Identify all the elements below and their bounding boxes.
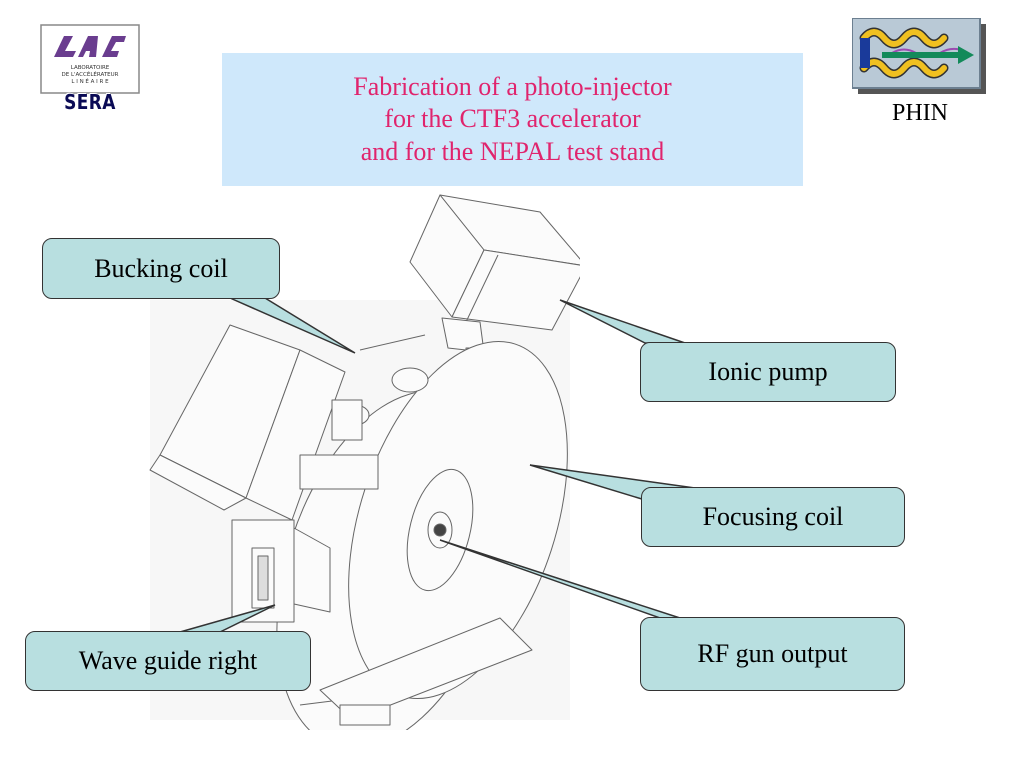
wave-guide-leader [179, 604, 276, 633]
waveguide-part [231, 519, 331, 623]
title-line-3: and for the NEPAL test stand [360, 136, 665, 166]
phin-label: PHIN [891, 100, 948, 126]
phin-logo [852, 18, 986, 94]
slide-title: Fabrication of a photo-injector for the … [222, 53, 803, 186]
lal-logo: LABORATOIRE DE L'ACCÉLÉRATEUR L I N É A … [40, 24, 140, 94]
ionic-pump-part [409, 194, 580, 363]
logo-line-3: L I N É A I R E [71, 77, 109, 85]
title-line-1: Fabrication of a photo-injector [353, 71, 672, 101]
bucking-coil-part [149, 324, 346, 521]
logo-line-1: LABORATOIRE [71, 65, 110, 71]
title-line-2: for the CTF3 accelerator [384, 104, 641, 134]
rf-gun-output-callout: RF gun output [640, 617, 905, 691]
rf-gun-output-leader [439, 539, 681, 619]
sera-label: SERA [64, 90, 116, 114]
bucking-coil-leader [229, 297, 356, 354]
wave-guide-right-callout: Wave guide right [25, 631, 311, 691]
ionic-pump-callout: Ionic pump [640, 342, 896, 402]
logo-line-2: DE L'ACCÉLÉRATEUR [61, 70, 118, 78]
focusing-coil-callout: Focusing coil [641, 487, 905, 547]
bucking-coil-callout: Bucking coil [42, 238, 280, 299]
ionic-pump-leader [559, 299, 686, 344]
